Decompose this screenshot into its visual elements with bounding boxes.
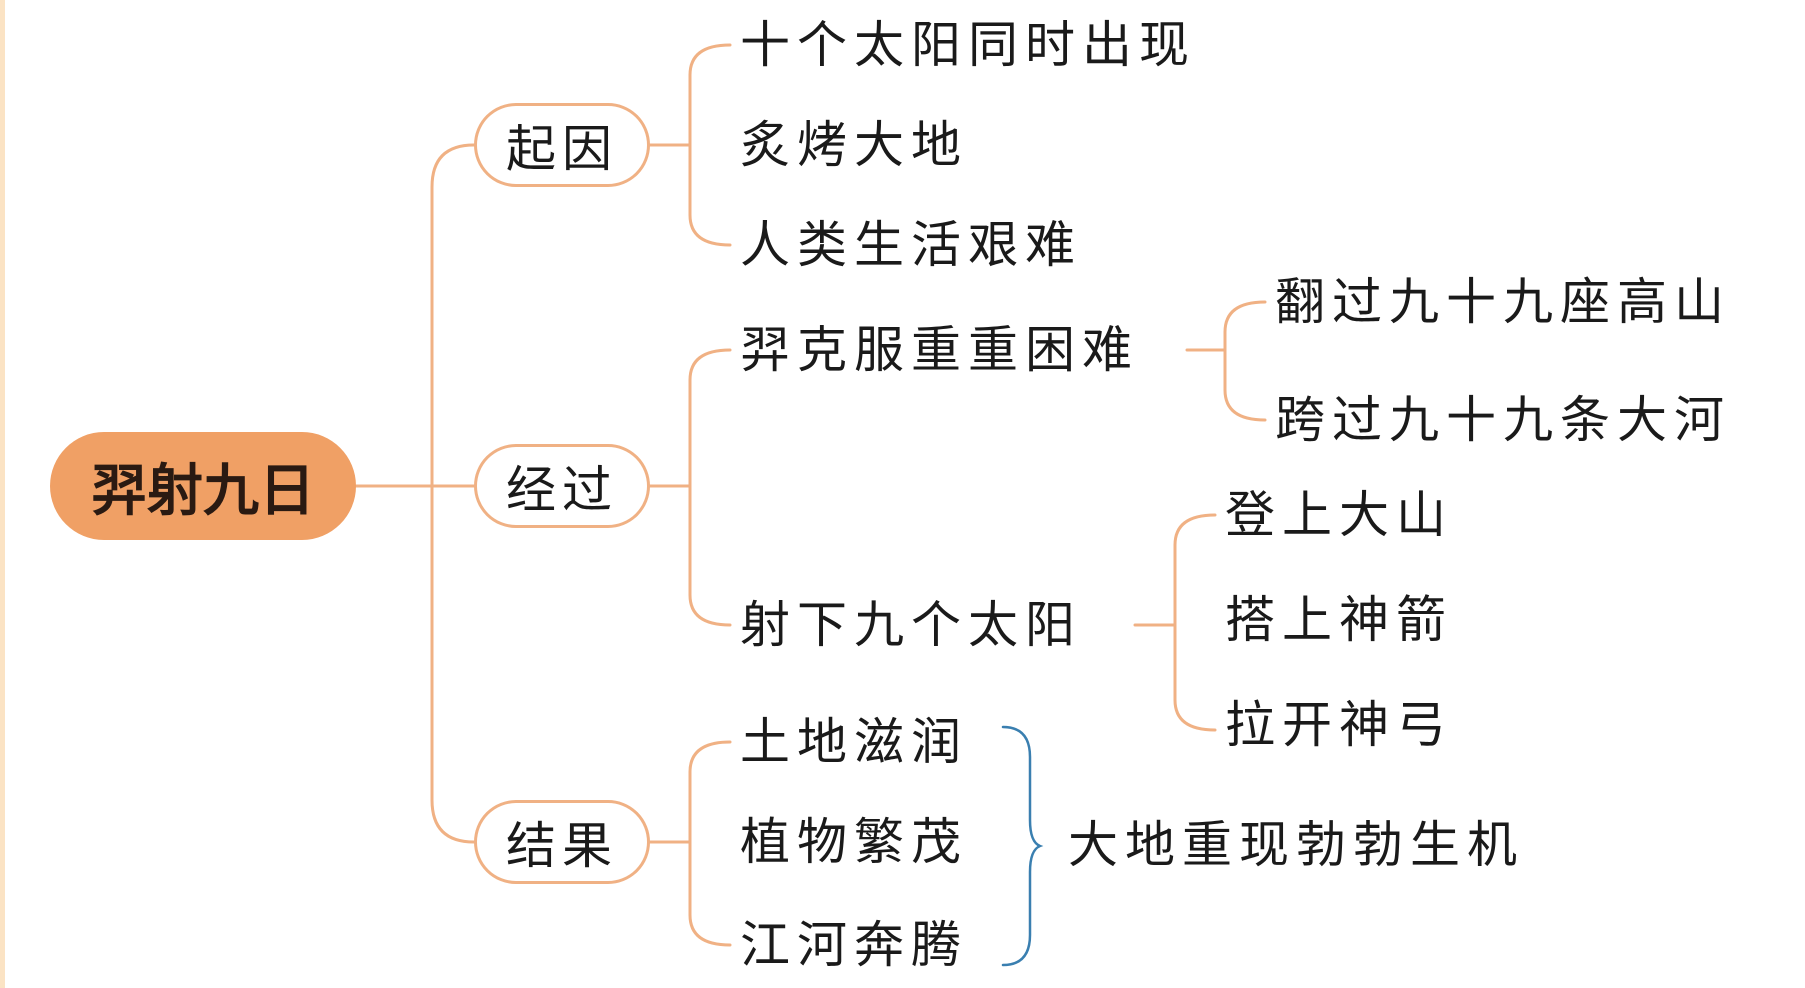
section-cause-label: 起因 <box>506 120 618 178</box>
main-spine <box>430 143 476 844</box>
result-item: 土地滋润 <box>740 713 968 771</box>
cause-item: 炙烤大地 <box>740 116 968 174</box>
process-hardship-label: 羿克服重重困难 <box>740 321 1139 379</box>
shooting-item: 搭上神箭 <box>1225 591 1453 649</box>
hardship-item: 跨过九十九条大河 <box>1275 391 1731 449</box>
result-summary: 大地重现勃勃生机 <box>1068 816 1524 874</box>
section-cause: 起因 <box>474 103 650 187</box>
section-result-label: 结果 <box>506 817 618 875</box>
cause-item: 十个太阳同时出现 <box>740 16 1196 74</box>
left-edge-strip <box>0 0 5 988</box>
shooting-item: 登上大山 <box>1225 486 1453 544</box>
result-item: 植物繁茂 <box>740 813 968 871</box>
process-shooting-label: 射下九个太阳 <box>740 596 1082 654</box>
shooting-bracket <box>1173 513 1217 732</box>
section-process: 经过 <box>474 444 650 528</box>
section-result: 结果 <box>474 800 650 884</box>
cause-item: 人类生活艰难 <box>740 216 1082 274</box>
result-item: 江河奔腾 <box>740 916 968 974</box>
hardship-item: 翻过九十九座高山 <box>1275 273 1731 331</box>
result-bracket <box>688 740 732 947</box>
root-label: 羿射九日 <box>91 458 315 524</box>
result-brace <box>1001 725 1044 967</box>
cause-bracket <box>688 43 732 247</box>
root-node: 羿射九日 <box>50 432 356 540</box>
hardship-bracket <box>1223 300 1267 422</box>
section-process-label: 经过 <box>506 461 618 519</box>
process-bracket <box>688 348 732 627</box>
shooting-item: 拉开神弓 <box>1225 696 1453 754</box>
